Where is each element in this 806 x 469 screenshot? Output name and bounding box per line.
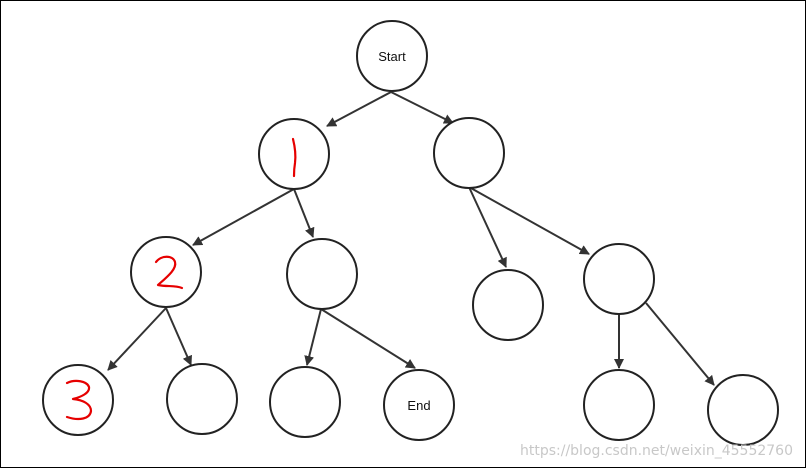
node-2 — [130, 236, 202, 308]
node-leaf-b — [269, 366, 341, 438]
edge-rightchild-to-leaf2 — [645, 302, 715, 386]
edges — [107, 91, 715, 386]
nodes — [42, 20, 779, 446]
end-label: End — [407, 398, 430, 413]
edge-right-to-child — [468, 186, 590, 255]
handwritten-annotations — [65, 137, 297, 421]
edge-start-to-1 — [326, 91, 392, 127]
handwritten-1 — [291, 137, 297, 178]
edge-1-to-2 — [192, 188, 295, 246]
edge-mid-to-end — [320, 308, 416, 369]
start-label: Start — [378, 49, 406, 64]
node-leaf-c — [583, 369, 655, 441]
node-start — [356, 20, 428, 92]
handwritten-3 — [65, 379, 93, 421]
edge-2-to-3 — [107, 307, 167, 371]
handwritten-2 — [154, 255, 184, 290]
node-leaf-d — [707, 374, 779, 446]
node-end — [383, 369, 455, 441]
node-leaf-a — [166, 363, 238, 435]
node-mid — [286, 238, 358, 310]
edge-2-to-leaf — [165, 307, 192, 366]
edge-mid-to-leaf — [304, 308, 322, 366]
edge-1-to-child — [293, 188, 315, 238]
node-right-leaf — [472, 269, 544, 341]
node-right — [433, 117, 505, 189]
node-right-child — [583, 243, 655, 315]
edge-start-to-right — [390, 91, 454, 124]
watermark: https://blog.csdn.net/weixin_45552760 — [519, 443, 793, 459]
edge-right-to-leaf — [468, 186, 507, 268]
node-1 — [258, 118, 330, 190]
